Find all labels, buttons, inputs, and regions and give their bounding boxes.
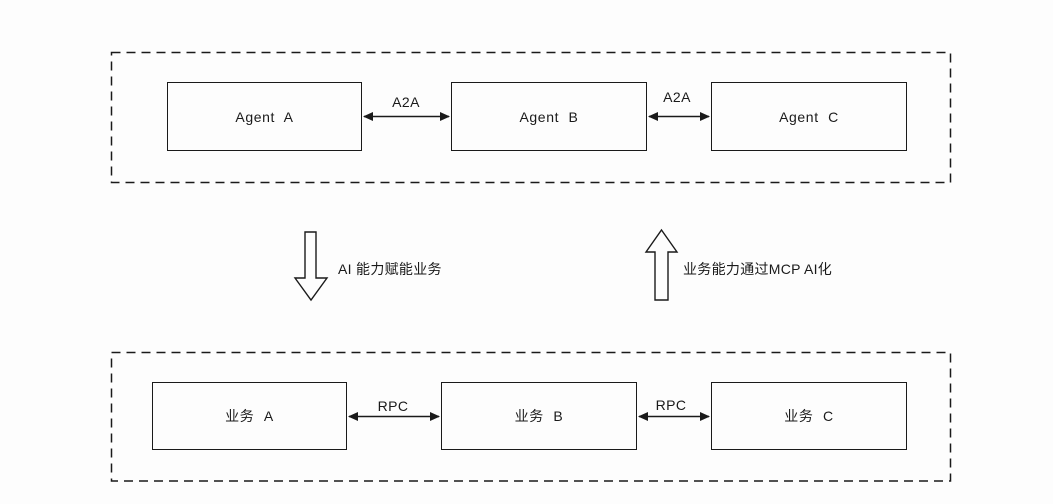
up-arrow-icon bbox=[644, 228, 679, 301]
business-a-label: 业务 A bbox=[225, 408, 274, 424]
business-c-label: 业务 C bbox=[784, 408, 834, 424]
a2a-link-label-1: A2A bbox=[392, 94, 420, 110]
down-flow-label: AI 能力赋能业务 bbox=[338, 261, 442, 277]
rpc-link-label-1: RPC bbox=[377, 398, 409, 414]
up-flow-label: 业务能力通过MCP AI化 bbox=[683, 261, 833, 277]
rpc-link-label-2: RPC bbox=[655, 397, 687, 413]
agent-b-label: Agent B bbox=[519, 108, 579, 125]
business-b-box: 业务 B bbox=[441, 382, 637, 450]
a2a-link-label-2: A2A bbox=[663, 89, 691, 105]
agent-b-box: Agent B bbox=[451, 82, 647, 151]
business-a-box: 业务 A bbox=[152, 382, 347, 450]
agent-layer-dashed-border bbox=[110, 51, 952, 184]
agent-a-label: Agent A bbox=[235, 108, 294, 125]
down-arrow-icon bbox=[293, 231, 329, 302]
business-b-label: 业务 B bbox=[514, 408, 564, 424]
agent-a-box: Agent A bbox=[167, 82, 362, 151]
business-layer-dashed-border bbox=[110, 351, 952, 482]
business-c-box: 业务 C bbox=[711, 382, 907, 450]
agent-c-label: Agent C bbox=[779, 108, 839, 125]
agent-c-box: Agent C bbox=[711, 82, 907, 151]
